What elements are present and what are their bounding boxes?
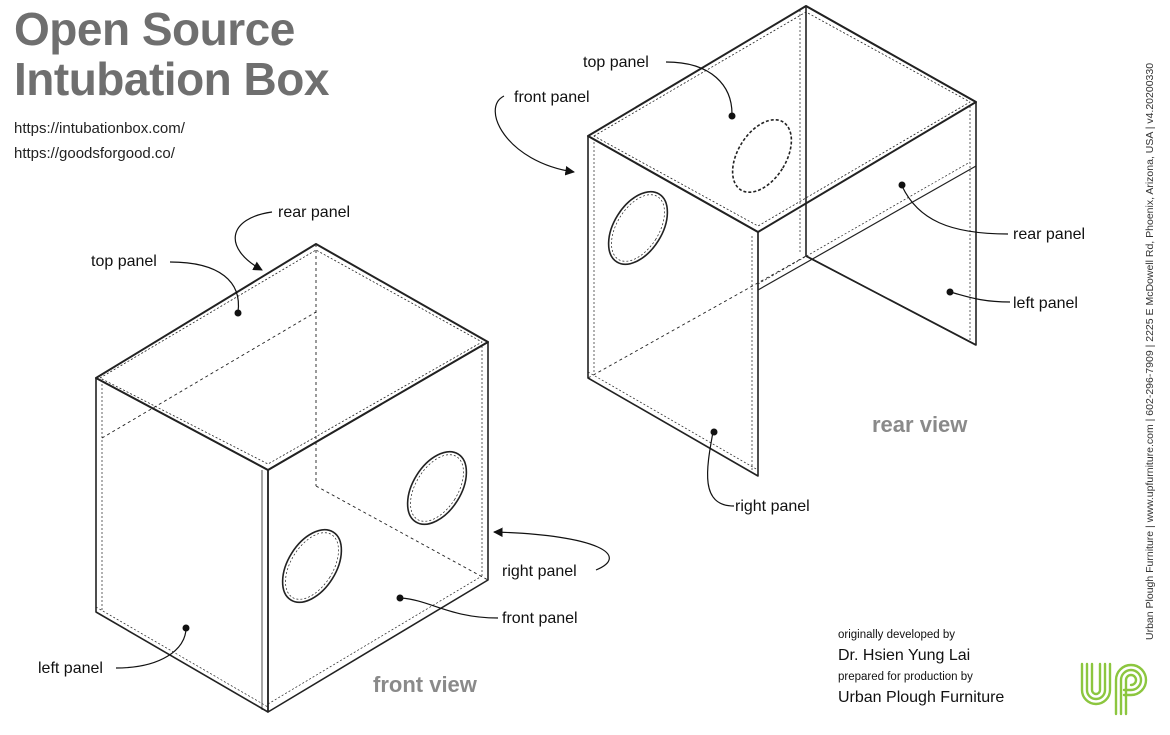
front-view-left-panel-dot [182, 624, 190, 632]
title-line-1: Open Source [14, 3, 295, 55]
rear-view-box [587, 5, 977, 477]
rear-view-left-panel-dot [946, 288, 954, 296]
credits: originally developed by Dr. Hsien Yung L… [838, 626, 1004, 710]
credits-developer: Dr. Hsien Yung Lai [838, 647, 971, 664]
rear-view-callouts [494, 61, 1011, 507]
page-title: Open Source Intubation Box [14, 4, 329, 104]
rear-view-label-front-panel: front panel [514, 89, 590, 106]
rear-view-top-panel-dot [728, 112, 736, 120]
front-view-callouts [115, 211, 610, 669]
rear-view-label-right-panel: right panel [735, 498, 810, 515]
link-intubationbox[interactable]: https://intubationbox.com/ [14, 120, 185, 137]
credits-prepared-by: prepared for production by [838, 671, 973, 683]
rear-view-rear-panel-dot [898, 181, 906, 189]
front-view-label-right-panel: right panel [502, 563, 577, 580]
urban-plough-logo [1080, 662, 1148, 716]
rear-view-right-panel [587, 135, 759, 477]
front-view-arm-hole-right [406, 450, 468, 526]
front-view-caption: front view [373, 672, 478, 697]
title-line-2: Intubation Box [14, 53, 329, 105]
front-view-front-panel [267, 341, 489, 713]
rear-view-top-panel [587, 5, 977, 233]
rear-view-caption: rear view [872, 412, 968, 437]
front-view-front-panel-dot [396, 594, 404, 602]
rear-view-arm-hole-top [731, 118, 793, 194]
link-goodsforgood[interactable]: https://goodsforgood.co/ [14, 145, 175, 162]
front-view-box [95, 243, 489, 713]
rear-view-arm-hole-side [607, 190, 669, 266]
front-view-arm-hole-left [281, 528, 343, 604]
front-view-label-front-panel: front panel [502, 610, 578, 627]
rear-view-label-top-panel: top panel [583, 54, 649, 71]
credits-producer: Urban Plough Furniture [838, 689, 1005, 706]
rear-view-label-left-panel: left panel [1013, 295, 1078, 312]
front-view-left-panel [95, 377, 269, 713]
front-view-top-panel-dot [234, 309, 242, 317]
front-view-top-panel [95, 243, 489, 471]
rear-view-label-rear-panel: rear panel [1013, 226, 1085, 243]
front-view-label-rear-panel: rear panel [278, 204, 350, 221]
front-view-label-left-panel: left panel [38, 660, 103, 677]
rear-view-right-panel-dot [710, 428, 718, 436]
company-contact-line: Urban Plough Furniture | www.upfurniture… [1144, 62, 1156, 640]
credits-developed-by: originally developed by [838, 629, 955, 641]
front-view-label-top-panel: top panel [91, 253, 157, 270]
